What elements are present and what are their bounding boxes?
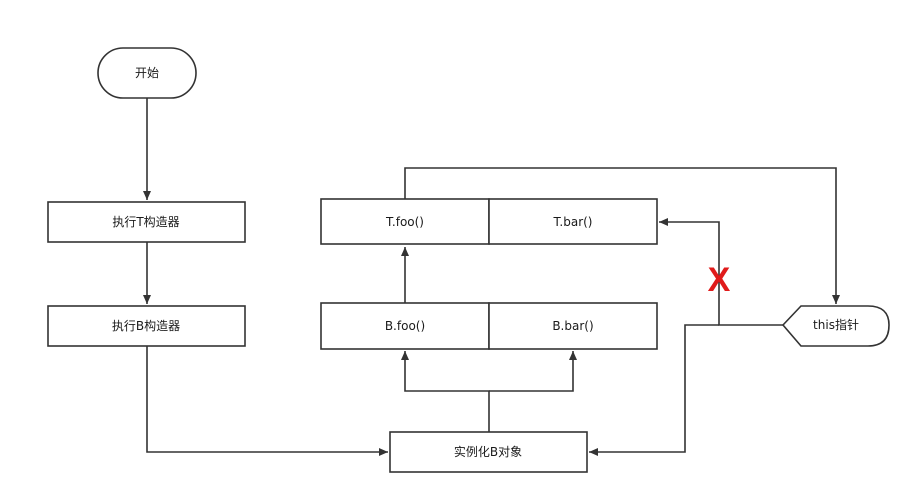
b-foo-node [320,302,490,350]
instantiate-b-node [389,431,588,473]
start-node-label: 开始 [135,66,159,80]
exec-b-constructor-node [47,305,246,347]
exec-b-constructor-label: 执行B构造器 [112,318,180,333]
this-pointer-label: this指针 [813,317,859,332]
t-bar-node [488,198,658,245]
edge-t-foo-to-this-pointer [404,167,840,304]
t-foo-label: T.foo() [385,215,424,229]
edge-this-pointer-to-t-bar-blocked [659,218,783,326]
edge-this-pointer-to-instantiate [589,324,719,456]
edge-instantiate-to-b-bar [489,351,577,392]
exec-t-constructor-node [47,201,246,243]
b-foo-label: B.foo() [385,319,425,333]
b-bar-label: B.bar() [552,319,593,333]
blocked-cross-mark: X [708,261,731,299]
t-bar-label: T.bar() [553,215,593,229]
this-pointer-node [781,305,890,347]
b-bar-node [488,302,658,350]
edge-instantiate-to-b-foo [401,351,490,432]
exec-t-constructor-label: 执行T构造器 [112,214,179,229]
t-foo-node [320,198,490,245]
start-node [97,47,197,99]
instantiate-b-label: 实例化B对象 [454,444,522,459]
edge-exec-b-to-instantiate [146,346,388,456]
